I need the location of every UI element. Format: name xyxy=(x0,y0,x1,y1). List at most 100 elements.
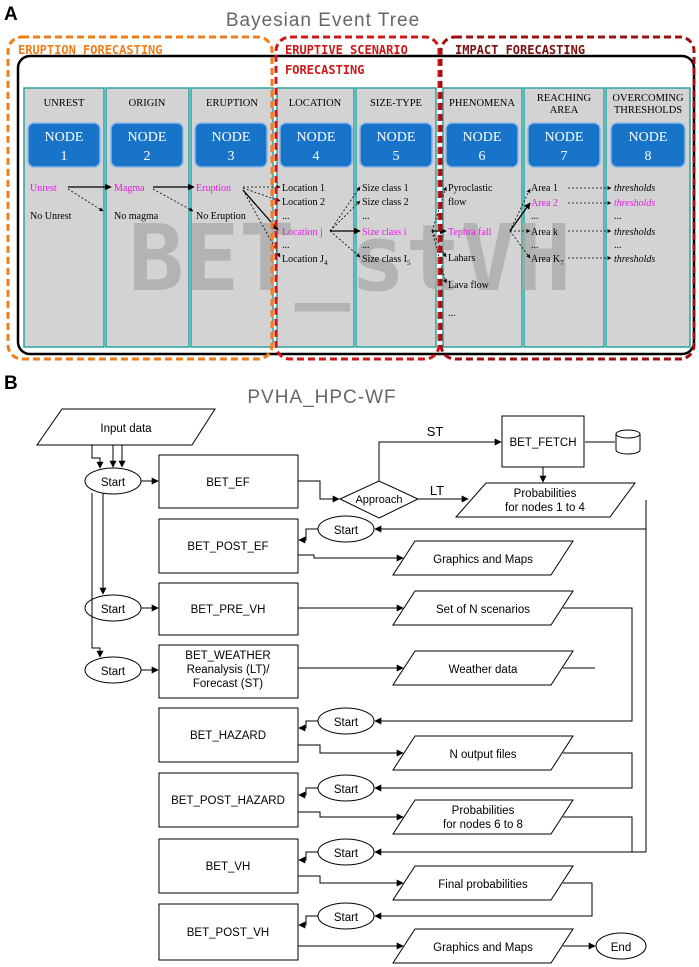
tree-area-kn-label: Area K xyxy=(531,254,561,265)
input-data-shape xyxy=(36,408,216,446)
bet-ef-label: BET_EF xyxy=(206,477,249,489)
start-label-3: Start xyxy=(101,604,126,616)
end-label: End xyxy=(611,942,631,954)
tree-location-2: Location 2 xyxy=(282,197,325,208)
bet-fetch-label: BET_FETCH xyxy=(509,437,576,449)
column-header-origin: ORIGIN xyxy=(129,98,166,109)
bet-post-vh-box xyxy=(158,903,299,961)
column-header-location: LOCATION xyxy=(289,98,342,109)
tree-size-in-sub: 5 xyxy=(407,259,411,267)
tree-size-in-label: Size class I xyxy=(362,254,407,265)
node-1-label: NODE xyxy=(45,130,84,145)
tree-phen-pyroclastic: Pyroclastic xyxy=(448,183,493,194)
start-label-5: Start xyxy=(334,717,359,729)
bet-weather-box xyxy=(158,644,299,699)
tree-magma: Magma xyxy=(114,183,145,194)
weather-data-shape xyxy=(392,650,574,686)
tree-area-dots-2: ... xyxy=(531,240,539,251)
tree-threshold-dots-2: ... xyxy=(614,240,622,251)
tree-location-jn-label: Location J xyxy=(282,254,324,265)
tree-location-jn-sub: 4 xyxy=(324,259,328,267)
node-5-number: 5 xyxy=(393,149,400,164)
tree-arrows xyxy=(67,183,612,284)
final-prob-label: Final probabilities xyxy=(438,879,528,891)
panel-b-letter: B xyxy=(4,373,18,394)
tree-size-dots-2: ... xyxy=(362,240,370,251)
node-3-number: 3 xyxy=(228,149,235,164)
database-cylinder-top xyxy=(615,429,641,439)
tree-no-unrest: No Unrest xyxy=(30,211,72,222)
bet-post-vh-label: BET_POST_VH xyxy=(187,927,269,939)
bet-post-hazard-label: BET_POST_HAZARD xyxy=(171,795,285,807)
tree-location-j: Location j xyxy=(282,227,323,238)
prob-6-8-label-b: for nodes 6 to 8 xyxy=(443,819,523,831)
bet-hazard-box xyxy=(158,707,299,763)
node-2-label: NODE xyxy=(128,130,167,145)
n-output-shape xyxy=(392,735,574,771)
tree-area-1: Area 1 xyxy=(531,183,558,194)
input-data-label: Input data xyxy=(100,423,152,435)
bet-pre-vh-box xyxy=(158,582,299,636)
node-boxes xyxy=(27,122,686,168)
node-box-3 xyxy=(194,122,268,168)
bet-post-ef-label: BET_POST_EF xyxy=(187,541,268,553)
node-2-number: 2 xyxy=(144,149,151,164)
node-8-number: 8 xyxy=(645,149,652,164)
lt-label: LT xyxy=(430,483,444,498)
node-box-1 xyxy=(27,122,101,168)
bet-ef-box xyxy=(158,454,299,509)
column-header-reaching: REACHING xyxy=(537,93,592,104)
bet-fetch-box xyxy=(501,415,585,468)
database-cylinder xyxy=(615,434,641,455)
group-title-eruptive-scenario-2: FORECASTING xyxy=(285,63,364,77)
node-3-label: NODE xyxy=(212,130,251,145)
prob-1-4-label-a: Probabilities xyxy=(514,488,577,500)
tree-size-dots-1: ... xyxy=(362,211,370,222)
tree-phen-lava: Lava flow xyxy=(448,280,490,291)
bet-post-hazard-box xyxy=(158,772,299,828)
tree-area-kn: Area K7 xyxy=(531,254,564,267)
group-impact-forecasting xyxy=(439,35,696,361)
node-6-label: NODE xyxy=(463,130,502,145)
tree-area-2: Area 2 xyxy=(531,198,558,209)
tree-threshold-k: thresholds xyxy=(614,227,655,238)
tree-area-dots-1: ... xyxy=(531,211,539,222)
node-4-number: 4 xyxy=(313,149,320,164)
bet-vh-label: BET_VH xyxy=(206,861,251,873)
node-7-label: NODE xyxy=(545,130,584,145)
workflow-connectors xyxy=(91,438,647,950)
tree-size-2: Size class 2 xyxy=(362,197,409,208)
tree-phen-lahars: Lahars xyxy=(448,253,475,264)
final-prob-shape xyxy=(392,865,574,901)
node-1-number: 1 xyxy=(61,149,68,164)
tree-location-dots-1: ... xyxy=(282,211,290,222)
graphics-maps-2-shape xyxy=(392,928,574,964)
graphics-maps-2-label: Graphics and Maps xyxy=(433,942,533,954)
panel-b-title: PVHA_HPC-WF xyxy=(247,387,396,408)
node-box-5 xyxy=(359,122,433,168)
node-4-label: NODE xyxy=(297,130,336,145)
start-label-4: Start xyxy=(101,666,126,678)
tree-location-dots-2: ... xyxy=(282,240,290,251)
tree-phen-flow: flow xyxy=(448,197,467,208)
start-label-6: Start xyxy=(334,784,359,796)
set-scenarios-shape xyxy=(392,590,574,626)
st-label: ST xyxy=(427,424,444,439)
group-title-impact-forecasting: IMPACT FORECASTING xyxy=(455,43,585,57)
approach-diamond xyxy=(338,480,420,519)
node-box-2 xyxy=(110,122,184,168)
n-output-label: N output files xyxy=(449,749,516,761)
start-label-1: Start xyxy=(101,477,126,489)
tree-size-in: Size class I5 xyxy=(362,254,411,267)
graphics-maps-label: Graphics and Maps xyxy=(433,554,533,566)
weather-data-label: Weather data xyxy=(449,664,518,676)
node-7-number: 7 xyxy=(561,149,568,164)
graphics-maps-shape xyxy=(392,540,574,576)
tree-phen-tephra: Tephra fall xyxy=(448,227,492,238)
tree-location-jn: Location J4 xyxy=(282,254,328,267)
bet-hazard-label: BET_HAZARD xyxy=(190,730,266,742)
prob-6-8-shape xyxy=(392,799,574,835)
column-header-area: AREA xyxy=(550,105,579,116)
tree-eruption: Eruption xyxy=(196,183,231,194)
